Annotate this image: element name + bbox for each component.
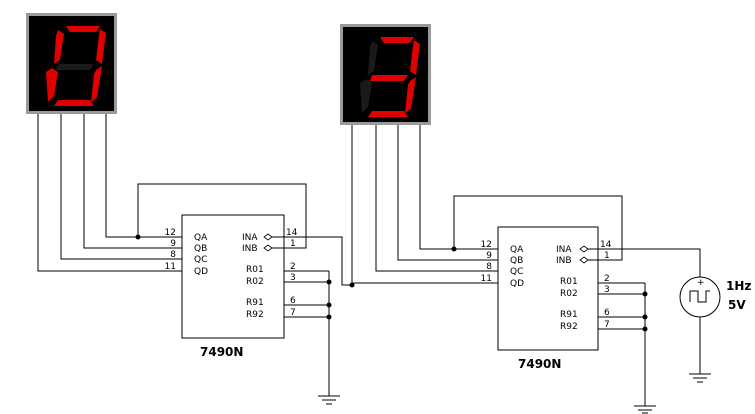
counter-1-ina-clock-icon	[263, 233, 273, 241]
counter-2-inb-clock-icon	[579, 256, 589, 264]
counter-2-label-qa: QA	[510, 245, 524, 255]
display-2-segment-f	[368, 41, 378, 75]
display-1-segment-f	[54, 30, 64, 64]
counter-2-pin-inb-num: 1	[604, 251, 610, 261]
display-1-segment-e	[46, 68, 58, 102]
clock-voltage-label: 5V	[728, 298, 746, 312]
counter-1-label-qc: QC	[194, 255, 207, 265]
counter-2-pin-ina-num: 14	[600, 240, 612, 250]
counter-1-label-r91: R91	[246, 298, 264, 308]
counter-1-pin-r01-num: 2	[290, 262, 296, 272]
counter-1-pin-qd-num: 11	[165, 262, 176, 272]
seven-segment-display-2[interactable]	[340, 24, 431, 125]
counter-1-label-inb: INB	[242, 244, 258, 254]
svg-text:+: +	[697, 278, 705, 288]
counter-1-pin-qc-num: 8	[170, 250, 176, 260]
counter-1-pin-r02-num: 3	[290, 273, 296, 283]
counter-1-label-qb: QB	[194, 244, 207, 254]
seven-segment-display-1[interactable]	[26, 13, 117, 114]
display-1-segment-c	[91, 66, 102, 102]
display-1-segment-b	[96, 29, 106, 64]
counter-chip-2[interactable]: 12 9 8 11 QA QB QC QD INA INB R01 R02 R9…	[476, 226, 645, 371]
clock-source[interactable]: + 1Hz 5V	[622, 248, 751, 383]
counter-1-ground	[318, 271, 340, 405]
display-1-wires	[37, 114, 307, 272]
counter-2-pin-r01-num: 2	[604, 274, 610, 284]
display-2-segments	[360, 37, 420, 117]
counter-1-label-r02: R02	[246, 277, 264, 287]
counter-2-body	[497, 226, 599, 351]
counter-2-pin-r92-num: 7	[604, 320, 610, 330]
counter-2-pin-qb-num: 9	[486, 251, 492, 261]
counter-1-inb-clock-icon	[263, 244, 273, 252]
display-2-segment-b	[410, 40, 420, 75]
display-2-segment-e	[360, 79, 372, 113]
display-1-segment-g	[56, 64, 94, 70]
counter-1-pin-r92-num: 7	[290, 308, 296, 318]
display-1-segment-d	[54, 100, 94, 106]
counter-2-pin-qc-num: 8	[486, 262, 492, 272]
counter-2-label-r02: R02	[560, 289, 578, 299]
clock-frequency-label: 1Hz	[726, 279, 751, 293]
counter-2-pin-qd-num: 11	[481, 274, 492, 284]
display-1-segment-a	[66, 26, 100, 32]
counter-2-name: 7490N	[518, 357, 561, 371]
counter-2-label-r01: R01	[560, 277, 578, 287]
counter-2-label-inb: INB	[556, 256, 572, 266]
counter-1-body	[181, 214, 285, 339]
counter-1-label-qa: QA	[194, 233, 208, 243]
square-wave-icon	[689, 290, 710, 303]
counter-1-label-r01: R01	[246, 265, 264, 275]
counter-1-name: 7490N	[200, 345, 243, 359]
counter-2-pin-r91-num: 6	[604, 308, 610, 318]
counter-1-pin-qa-num: 12	[165, 228, 176, 238]
display-2-segment-c	[405, 77, 416, 113]
counter-2-label-qc: QC	[510, 267, 523, 277]
counter-2-label-qb: QB	[510, 256, 523, 266]
counter-2-pin-r02-num: 3	[604, 285, 610, 295]
counter-1-pin-ina-num: 14	[286, 228, 298, 238]
counter-2-ground	[634, 283, 656, 414]
display-2-segment-a	[380, 37, 414, 43]
counter-1-label-ina: INA	[242, 233, 258, 243]
counter-chip-1[interactable]: 12 9 8 11 QA QB QC QD INA INB R01 R02 R9…	[160, 214, 329, 359]
display-2-segment-d	[368, 111, 408, 117]
cascade-wire	[284, 236, 355, 288]
counter-2-label-ina: INA	[556, 245, 572, 255]
counter-1-label-r92: R92	[246, 310, 264, 320]
counter-2-label-r91: R91	[560, 310, 578, 320]
counter-2-ina-clock-icon	[579, 245, 589, 253]
counter-1-pin-qb-num: 9	[170, 239, 176, 249]
counter-1-pin-inb-num: 1	[290, 239, 296, 249]
counter-2-pin-qa-num: 12	[481, 240, 492, 250]
counter-1-label-qd: QD	[194, 267, 208, 277]
counter-2-label-qd: QD	[510, 279, 524, 289]
counter-2-label-r92: R92	[560, 322, 578, 332]
counter-1-pin-r91-num: 6	[290, 296, 296, 306]
display-2-segment-g	[370, 75, 408, 81]
display-1-segments	[46, 26, 106, 106]
